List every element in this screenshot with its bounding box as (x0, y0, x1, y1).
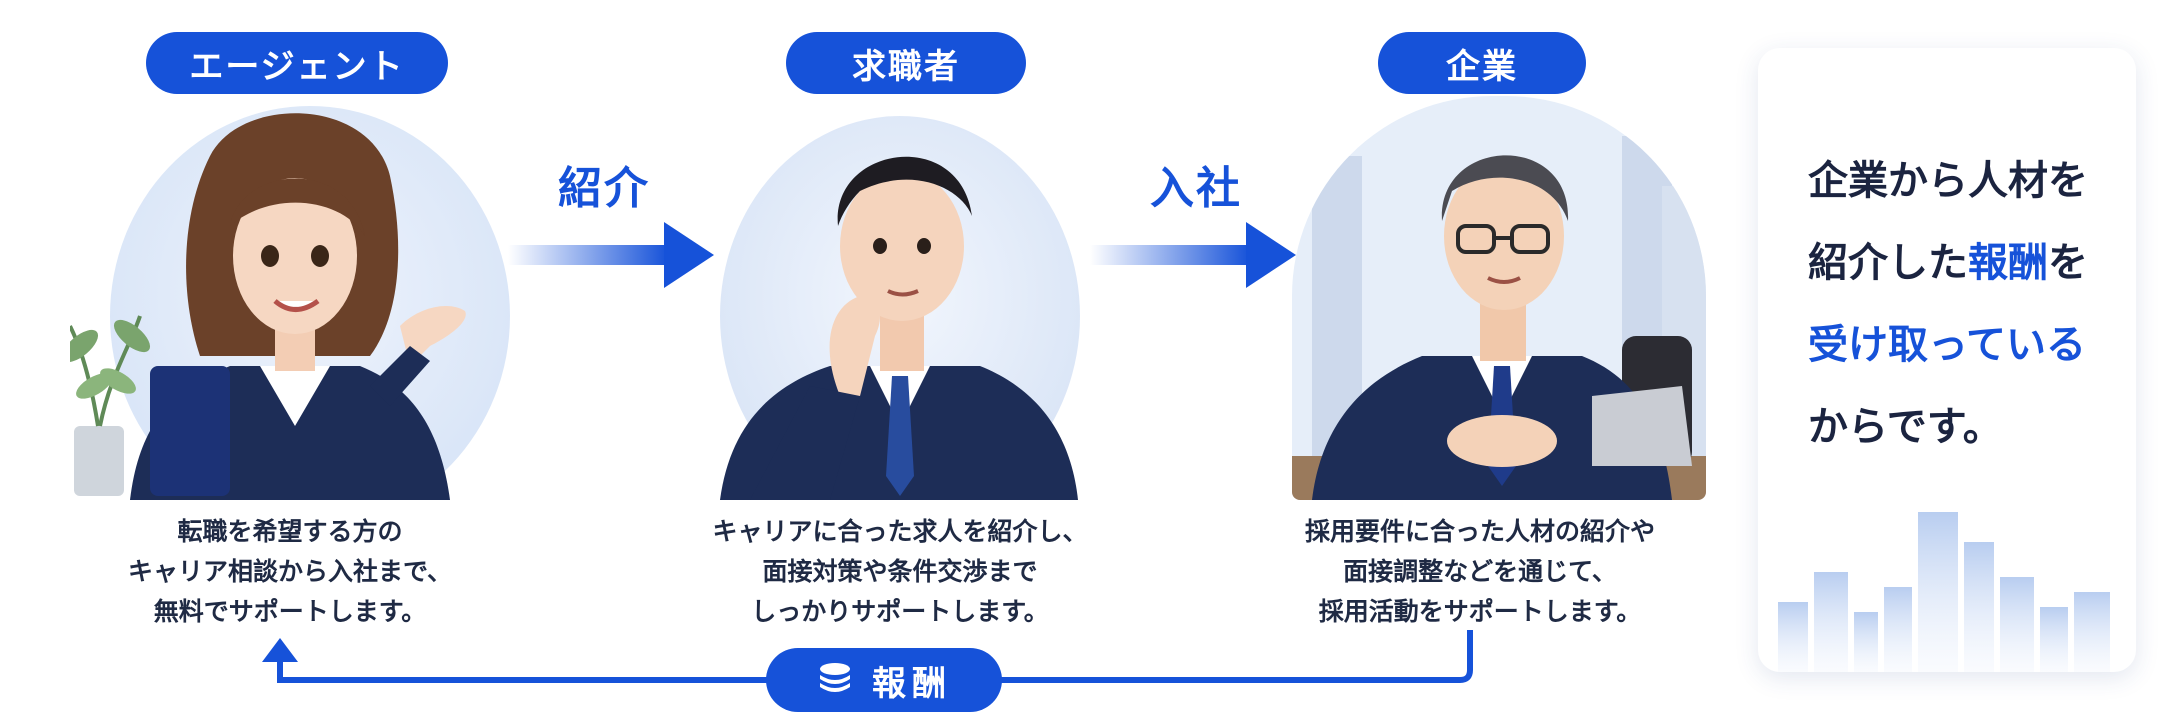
company-caption: 採用要件に合った人材の紹介や 面接調整などを通じて、 採用活動をサポートします。 (1304, 517, 1655, 626)
agent-label: エージェント (146, 32, 448, 94)
join-label: 入社 (1150, 163, 1242, 214)
plant-icon (70, 315, 151, 496)
arrow-join (1090, 222, 1296, 288)
reward-return-arrow (262, 630, 1473, 683)
company-label: 企業 (1378, 32, 1586, 94)
seeker-label: 求職者 (786, 32, 1026, 94)
explanation-text: 企業から人材を 紹介した報酬を 受け取っている からです。 (1808, 158, 2088, 450)
city-skyline-icon (1778, 512, 2110, 672)
company-illustration (1292, 96, 1706, 500)
arrow-introduce (508, 222, 714, 288)
explanation-card: 企業から人材を 紹介した報酬を 受け取っている からです。 (1758, 48, 2136, 672)
coin-stack-icon (820, 663, 850, 692)
reward-label: 報酬 (766, 648, 1002, 712)
introduce-label: 紹介 (558, 163, 650, 214)
seeker-caption: キャリアに合った求人を紹介し、 面接対策や条件交渉まで しっかりサポートします。 (712, 517, 1088, 626)
agent-caption: 転職を希望する方の キャリア相談から入社まで、 無料でサポートします。 (127, 517, 452, 626)
reward-text: 報酬 (872, 663, 952, 704)
seeker-illustration (710, 96, 1090, 500)
agent-illustration (70, 96, 510, 500)
